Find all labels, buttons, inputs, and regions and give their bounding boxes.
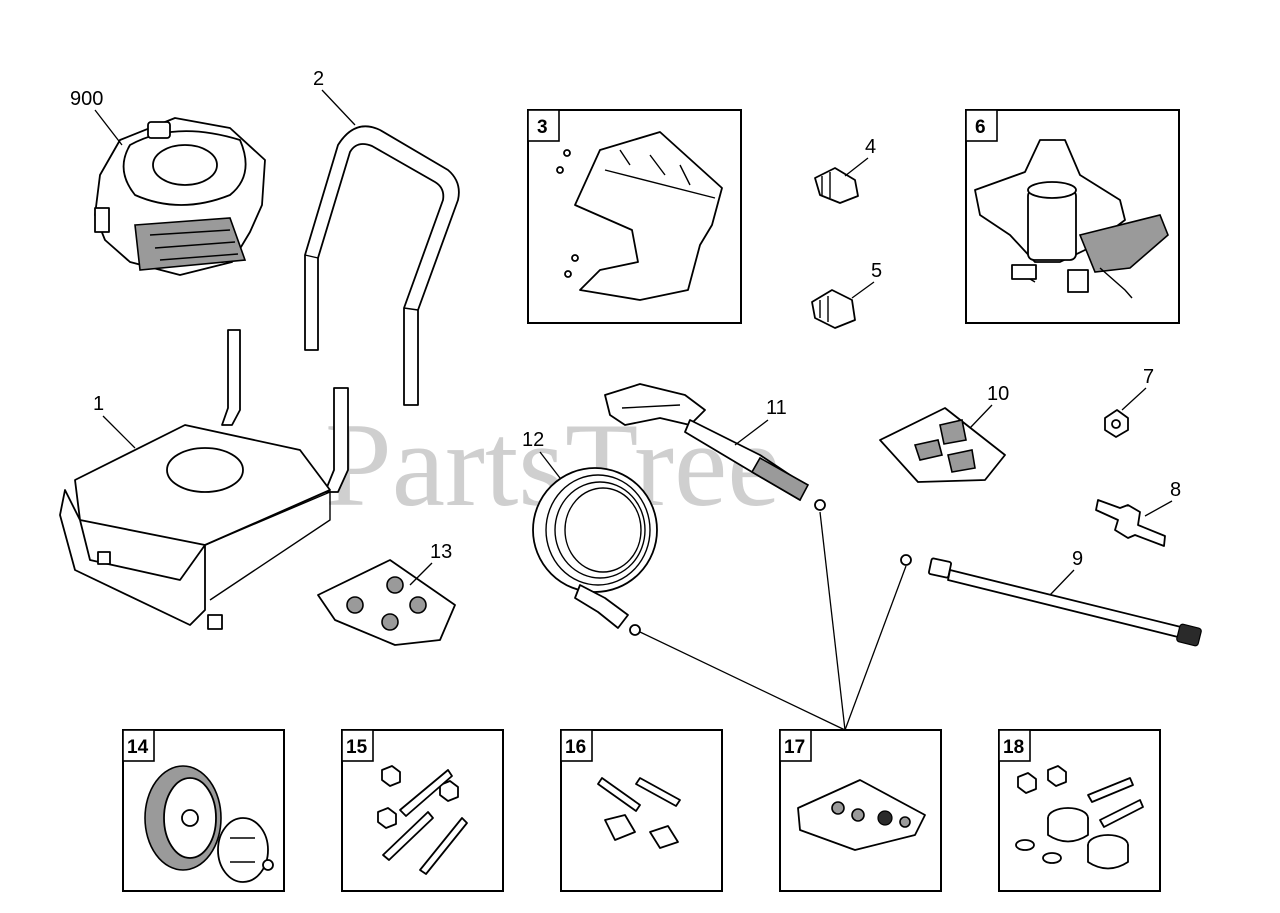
spray-gun-part-11[interactable] xyxy=(604,383,826,511)
upper-handle-part-2[interactable] xyxy=(304,125,460,406)
box-17[interactable]: 17 xyxy=(779,729,942,892)
box-17-label: 17 xyxy=(784,737,805,758)
box-14-label: 14 xyxy=(127,737,149,758)
leader-8 xyxy=(1144,500,1173,517)
callout-2: 2 xyxy=(313,68,324,90)
fittings-bag-part-10[interactable] xyxy=(879,407,1006,483)
leader-10 xyxy=(969,404,993,429)
hose-part-12[interactable] xyxy=(532,467,658,636)
box-18[interactable]: 18 xyxy=(998,729,1161,892)
callout-9: 9 xyxy=(1072,548,1083,570)
leader-5 xyxy=(851,281,875,299)
hardware-part-18 xyxy=(1015,765,1144,870)
frame-part-1[interactable] xyxy=(59,329,349,630)
leader-900 xyxy=(94,109,123,146)
callout-4: 4 xyxy=(865,136,876,158)
box-15-label: 15 xyxy=(346,737,368,758)
leader-9 xyxy=(1049,569,1075,596)
seal-kit-part-17 xyxy=(797,779,926,851)
shoulder-bolt-part-8[interactable] xyxy=(1095,499,1166,547)
box-16[interactable]: 16 xyxy=(560,729,723,892)
callout-7: 7 xyxy=(1143,366,1154,388)
engine-part-900[interactable] xyxy=(94,117,266,276)
kit-17-leaders xyxy=(639,511,907,731)
callout-13: 13 xyxy=(430,541,452,563)
bracket-part-3 xyxy=(556,131,723,301)
callout-11: 11 xyxy=(766,397,787,419)
box-16-label: 16 xyxy=(565,737,586,758)
callout-10: 10 xyxy=(987,383,1009,405)
box-18-label: 18 xyxy=(1003,737,1024,758)
hardware-part-15 xyxy=(377,765,468,875)
pump-part-6 xyxy=(974,139,1169,299)
box-14[interactable]: 14 xyxy=(122,729,285,892)
callout-1: 1 xyxy=(93,393,104,415)
callout-12: 12 xyxy=(522,429,544,451)
callout-900: 900 xyxy=(70,88,103,110)
callout-5: 5 xyxy=(871,260,882,282)
nut-part-7[interactable] xyxy=(1104,409,1129,438)
hardware-part-16 xyxy=(597,777,681,849)
box-15[interactable]: 15 xyxy=(341,729,504,892)
quick-coupler-part-4[interactable] xyxy=(814,167,859,204)
leader-12 xyxy=(539,451,561,479)
box-3-label: 3 xyxy=(537,117,548,138)
leader-4 xyxy=(844,157,869,177)
lance-part-9[interactable] xyxy=(900,554,1202,647)
box-6[interactable]: 6 xyxy=(965,109,1180,324)
fittings-bag-part-13[interactable] xyxy=(317,559,456,646)
leader-7 xyxy=(1121,387,1147,411)
callout-8: 8 xyxy=(1170,479,1181,501)
leader-11 xyxy=(734,419,769,446)
leader-2 xyxy=(321,89,356,126)
leader-13 xyxy=(409,562,433,586)
box-6-label: 6 xyxy=(975,117,986,138)
box-3[interactable]: 3 xyxy=(527,109,742,324)
wheel-part-14 xyxy=(144,765,274,883)
leader-1 xyxy=(102,415,136,449)
quick-coupler-part-5[interactable] xyxy=(811,289,856,329)
